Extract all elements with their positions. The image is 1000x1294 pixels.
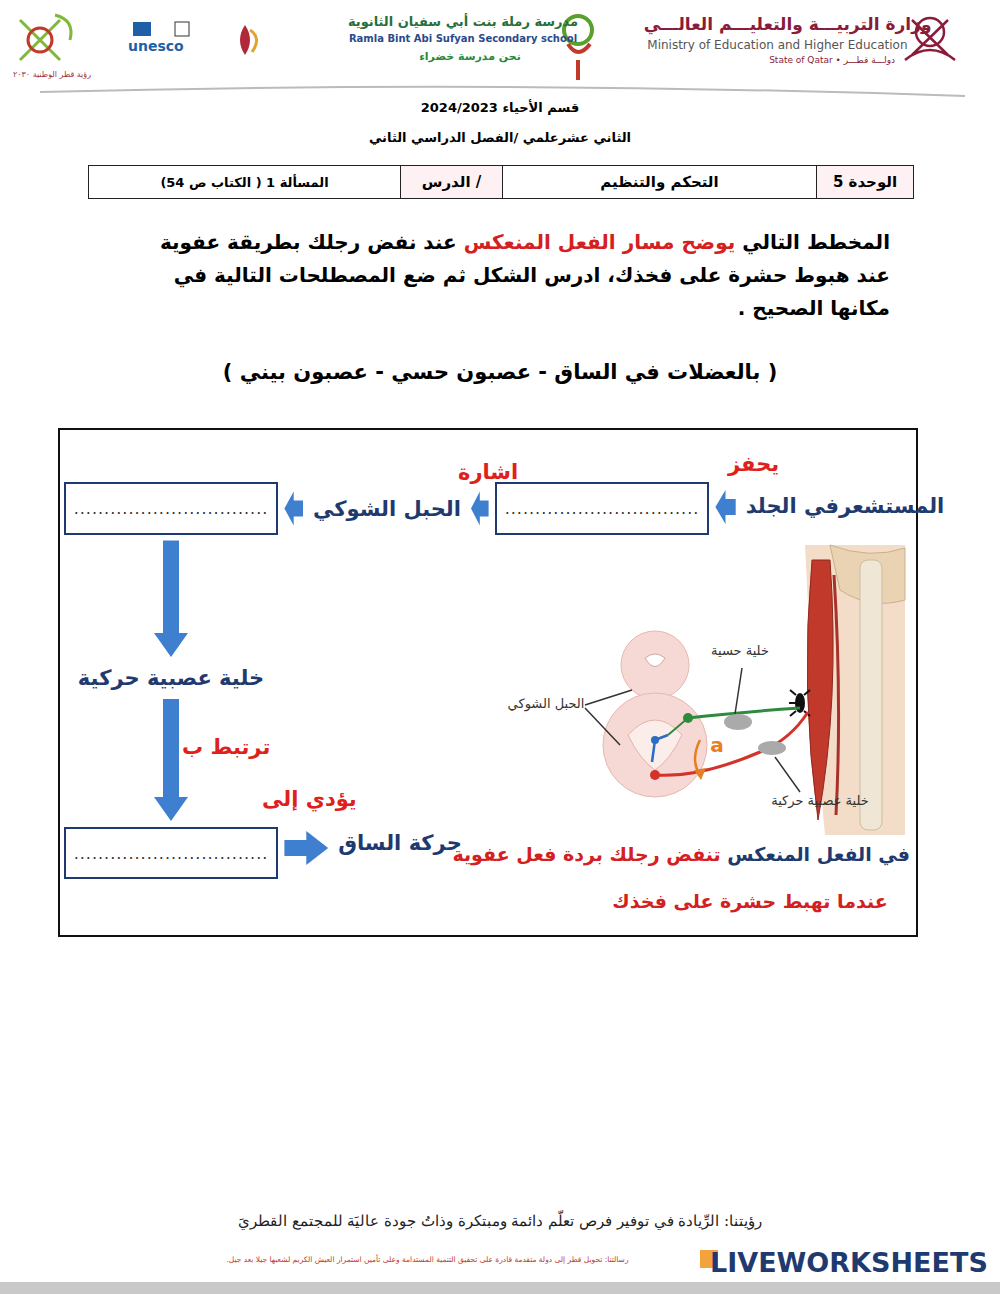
edge-label: يؤدي إلى — [262, 787, 357, 811]
label-text: مدرسة رملة بنت أبي سفيان الثانوية — [346, 14, 580, 29]
answer-box: ................................ — [64, 827, 279, 879]
flow-arrow — [154, 541, 188, 658]
label-text: عندما تهبط حشرة على فخذك — [600, 890, 900, 912]
table-cell: الدرس / — [400, 165, 503, 199]
label-text: الثاني عشرعلمي /الفصل الدراسي الثاني — [320, 130, 680, 145]
label-text: نحن مدرسة خضراء — [410, 50, 530, 63]
label-text: a — [707, 733, 727, 757]
label-text: خلية عصبية حركية — [760, 793, 880, 808]
flow-step: حركة الساق — [334, 828, 466, 858]
label-text: المخطط التالي — [742, 230, 890, 254]
flow-arrow — [715, 490, 735, 524]
node-text: ................................ — [74, 844, 269, 863]
label-text: تنفض رجلك بردة فعل عفوية — [452, 843, 720, 865]
flow-arrow — [284, 492, 303, 526]
table-cell: المسألة 1 ( الكتاب ص 54) — [88, 165, 401, 199]
flow-step: خلية عصبية حركية — [74, 663, 268, 693]
answer-box: ................................ — [64, 482, 279, 535]
flow-arrow — [284, 831, 328, 865]
label-text: الوحدة 5 — [833, 173, 897, 191]
label-text: وزارة التربيـــة والتعليـــم العالـــي — [640, 14, 932, 34]
label-text: Ministry of Education and Higher Educati… — [644, 38, 908, 52]
label-text: التحكم والتنظيم — [600, 173, 718, 191]
label-text: المسألة 1 ( الكتاب ص 54) — [160, 175, 328, 190]
caption-line: في الفعل المنعكس تنفض رجلك بردة فعل عفوي… — [500, 843, 910, 865]
flow-arrow — [154, 699, 188, 821]
label-text: LIVEWORKSHEETS — [710, 1247, 992, 1278]
flow-arrow — [471, 492, 489, 526]
answer-box: ................................ — [495, 482, 710, 535]
node-text: المستشعرفي الجلد — [746, 494, 945, 518]
label-text: رؤيتنا: الرِّيادة في توفير فرص تعلّم دائ… — [150, 1212, 850, 1230]
label-text: قسم الأحياء 2024/2023 — [380, 100, 620, 115]
node-text: ................................ — [74, 499, 269, 518]
label-text: State of Qatar • دولـــة قطـــر — [760, 55, 895, 65]
node-text: حركة الساق — [338, 831, 462, 855]
table-cell: التحكم والتنظيم — [502, 165, 817, 199]
node-text: الحبل الشوكي — [313, 497, 461, 521]
label-text: رسالتنا: تحويل قطر إلى دولة متقدمة قادرة… — [160, 1255, 695, 1264]
flow-step: المستشعرفي الجلد — [742, 491, 949, 521]
label-text: ( بالعضلات في الساق - عصبون حسي - عصبون … — [150, 360, 850, 384]
edge-label: ترتبط ب — [182, 735, 270, 759]
label-text: الدرس / — [422, 173, 481, 191]
node-text: ................................ — [505, 499, 700, 518]
label-text: يوضح مسار الفعل المنعكس — [464, 230, 735, 254]
label-text: Ramla Bint Abi Sufyan Secondary school — [347, 33, 579, 44]
node-text: خلية عصبية حركية — [78, 666, 264, 690]
table-cell: الوحدة 5 — [816, 165, 914, 199]
label-text: خلية حسية — [700, 643, 780, 658]
edge-label: يحفز — [728, 452, 779, 476]
label-text: الحبل الشوكي — [505, 696, 587, 711]
edge-label: اشارة — [458, 460, 518, 484]
label-text: في الفعل المنعكس — [727, 843, 910, 865]
instruction-paragraph: المخطط التالي يوضح مسار الفعل المنعكس عن… — [130, 226, 890, 325]
flow-step: الحبل الشوكي — [309, 494, 465, 524]
label-text: رؤية قطر الوطنية ٢٠٣٠ — [2, 70, 102, 79]
label-text: unesco — [128, 38, 203, 54]
